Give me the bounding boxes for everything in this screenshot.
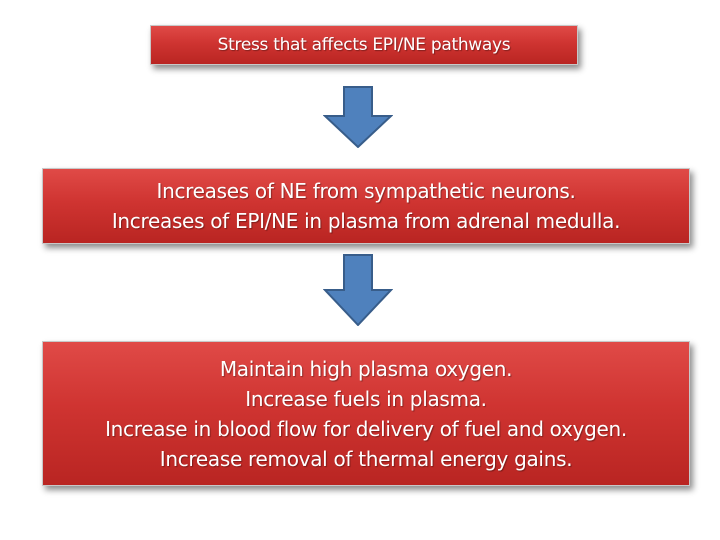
catecholamine-increase-box: Increases of NE from sympathetic neurons… [42, 168, 690, 244]
effect-line-1: Maintain high plasma oxygen. [219, 356, 513, 381]
catecholamine-line-2: Increases of EPI/NE in plasma from adren… [111, 209, 621, 233]
stress-box-text: Stress that affects EPI/NE pathways [217, 35, 511, 55]
effect-line-3: Increase in blood flow for delivery of f… [105, 416, 627, 441]
catecholamine-line-1: Increases of NE from sympathetic neurons… [156, 179, 576, 203]
effect-line-2: Increase fuels in plasma. [245, 386, 487, 411]
effect-line-4: Increase removal of thermal energy gains… [159, 446, 573, 471]
physiological-effects-box: Maintain high plasma oxygen. Increase fu… [42, 341, 690, 486]
down-arrow-icon [323, 254, 393, 326]
stress-box: Stress that affects EPI/NE pathways [150, 25, 578, 65]
down-arrow-icon [323, 86, 393, 148]
